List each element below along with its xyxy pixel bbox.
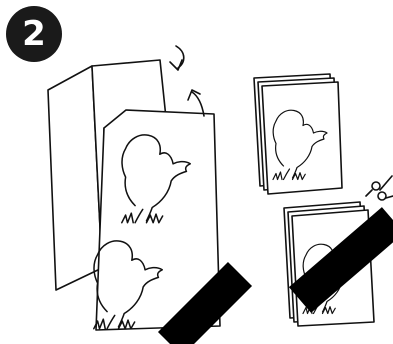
fold-arrow-icon	[170, 46, 184, 70]
scissors-icon	[366, 176, 393, 200]
unfold-arrow-icon	[188, 90, 204, 116]
small-booklet-top	[254, 74, 342, 194]
